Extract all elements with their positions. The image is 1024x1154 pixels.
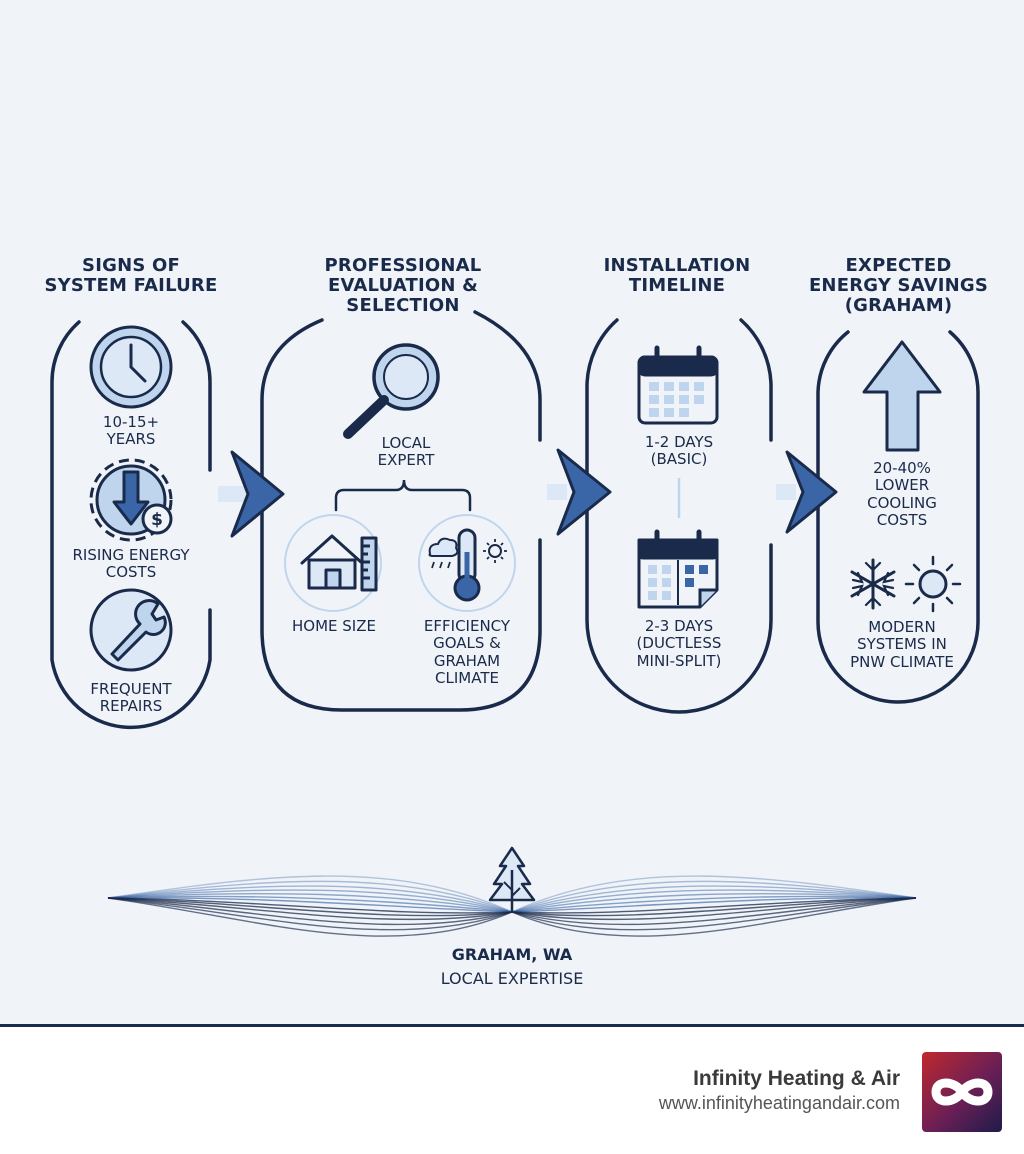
- clock-icon: [89, 325, 173, 409]
- sun-icon: [904, 555, 962, 613]
- house-ruler-icon: [284, 514, 382, 612]
- infographic-artwork: $: [50, 310, 980, 937]
- infinity-logo-icon[interactable]: [922, 1052, 1002, 1132]
- stage-3-title: INSTALLATION TIMELINE: [603, 255, 751, 297]
- stage-1-title: SIGNS OF SYSTEM FAILURE: [44, 255, 218, 297]
- location-subtitle: LOCAL EXPERTISE: [440, 969, 584, 988]
- stage-2-capsule: [260, 310, 542, 712]
- calendar-icon-2: [637, 529, 719, 609]
- location-title: GRAHAM, WA: [451, 945, 573, 964]
- svg-text:$: $: [151, 510, 163, 530]
- infographic: $: [44, 255, 989, 988]
- stage-2-title: PROFESSIONAL EVALUATION & SELECTION: [324, 255, 482, 317]
- stage-1-item-energy-costs: RISING ENERGY COSTS: [72, 546, 190, 582]
- thermometer-weather-icon: [418, 514, 516, 612]
- brand-name: Infinity Heating & Air: [693, 1067, 900, 1090]
- calendar-icon-1: [637, 345, 719, 425]
- magnifying-glass-icon: [343, 343, 440, 439]
- up-arrow-icon: [862, 340, 942, 452]
- stage-2-item-local-expert: LOCAL EXPERT: [377, 434, 435, 470]
- pine-tree-icon: [488, 846, 536, 912]
- connector-arrow-3: [776, 450, 838, 534]
- snowflake-icon: [850, 558, 896, 610]
- stage-1-capsule: [50, 320, 212, 730]
- connector-arrow-2: [547, 448, 612, 536]
- gear-dollar-down-icon: $: [89, 458, 173, 542]
- stage-4-item-savings: 20-40% LOWER COOLING COSTS: [867, 459, 937, 529]
- stage-4-title: EXPECTED ENERGY SAVINGS (GRAHAM): [808, 255, 989, 317]
- wrench-icon: [89, 588, 173, 672]
- stage-3-capsule: [585, 318, 773, 714]
- stage-1-item-years: 10-15+ YEARS: [102, 413, 160, 449]
- stage-1-item-repairs: FREQUENT REPAIRS: [90, 680, 172, 716]
- stage-4-item-modern-systems: MODERN SYSTEMS IN PNW CLIMATE: [850, 618, 954, 671]
- connector-arrow-1: [218, 450, 285, 538]
- stage-4-capsule: [816, 330, 980, 704]
- stage-2-item-efficiency: EFFICIENCY GOALS & GRAHAM CLIMATE: [423, 617, 511, 687]
- brace-connector: [334, 479, 472, 512]
- brand-url-link[interactable]: www.infinityheatingandair.com: [658, 1093, 900, 1113]
- footer: Infinity Heating & Air www.infinityheati…: [0, 1024, 1024, 1154]
- stage-2-item-home-size: HOME SIZE: [292, 617, 376, 635]
- stage-3-item-basic: 1-2 DAYS (BASIC): [644, 433, 714, 469]
- stage-3-item-ductless: 2-3 DAYS (DUCTLESS MINI-SPLIT): [636, 617, 722, 670]
